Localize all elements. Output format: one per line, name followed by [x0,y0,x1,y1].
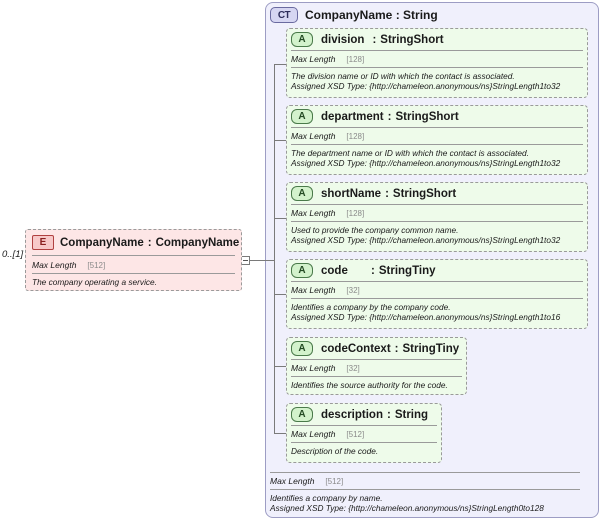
attribute-doc-line1: Description of the code. [291,446,379,456]
attribute-shortname[interactable]: A shortName : StringShort Max Length [12… [286,182,588,252]
complex-type-badge: CT [270,7,298,23]
facet-value: [128] [346,54,365,64]
element-separator: : [147,236,152,249]
attribute-doc-line1: The department name or ID with which the… [291,148,529,158]
facet-value: [512] [346,429,365,439]
element-badge: E [32,235,54,250]
attribute-department[interactable]: A department : StringShort Max Length [1… [286,105,588,175]
connector-codecontext [274,366,286,367]
attribute-type: StringTiny [402,342,460,355]
collapse-toggle[interactable] [241,256,250,265]
attribute-name: description [321,408,383,421]
attribute-facet-row: Max Length [128] [291,54,583,64]
facet-value: [128] [346,208,365,218]
attribute-separator: : [385,187,389,200]
attribute-facet-row: Max Length [512] [291,429,437,439]
element-doc: The company operating a service. [32,277,157,287]
attribute-description[interactable]: A description : String Max Length [512] … [286,403,442,463]
attribute-separator: : [371,264,375,277]
attribute-badge: A [291,263,313,278]
attribute-doc-line1: Identifies the source authority for the … [291,380,448,390]
facet-value: [128] [346,131,365,141]
attribute-separator: : [387,110,392,123]
attribute-separator: : [394,342,399,355]
element-name: CompanyName [60,236,144,249]
attribute-name: code [321,264,348,277]
attribute-badge: A [291,341,313,356]
complex-type-footer: Max Length [512] Identifies a company by… [270,472,580,513]
attribute-badge: A [291,407,313,422]
attribute-doc-line2: Assigned XSD Type: {http://chameleon.ano… [291,81,561,91]
facet-value: [512] [325,476,344,486]
connector-shortname [274,218,286,219]
attribute-doc-line1: Used to provide the company common name. [291,225,459,235]
attribute-code[interactable]: A code : StringTiny Max Length [32] Iden… [286,259,588,329]
attribute-name: department [321,110,384,123]
facet-label: Max Length [291,429,336,439]
connector-code [274,294,286,295]
facet-label: Max Length [291,363,336,373]
facet-value: [32] [346,285,360,295]
complex-type-facet-row: Max Length [512] [270,476,580,486]
connector-division [274,64,286,65]
facet-label: Max Length [32,260,77,270]
complex-type-header: CT CompanyName : String [270,6,438,24]
attribute-badge: A [291,32,313,47]
attribute-doc-line2: Assigned XSD Type: {http://chameleon.ano… [291,158,561,168]
facet-value: [32] [346,363,360,373]
complex-type-title: CompanyName : String [305,8,438,22]
attribute-name: shortName [321,187,382,200]
facet-label: Max Length [270,476,315,486]
attribute-doc-line2: Assigned XSD Type: {http://chameleon.ano… [291,235,561,245]
attribute-facet-row: Max Length [32] [291,285,583,295]
attribute-doc-line2: Assigned XSD Type: {http://chameleon.ano… [291,312,561,322]
facet-value: [512] [87,260,106,270]
attribute-type: StringShort [395,110,459,123]
attribute-type: StringShort [380,33,444,46]
complex-type-doc-line1: Identifies a company by name. [270,493,383,503]
facet-label: Max Length [291,54,336,64]
complex-type-doc-line2: Assigned XSD Type: {http://chameleon.ano… [270,503,544,513]
attribute-badge: A [291,186,313,201]
attribute-facet-row: Max Length [128] [291,208,583,218]
element-type: CompanyName [155,236,240,249]
attribute-doc-line1: The division name or ID with which the c… [291,71,515,81]
attribute-facet-row: Max Length [32] [291,363,462,373]
occurrence-label: 0..[1] [2,249,24,260]
facet-label: Max Length [291,131,336,141]
attribute-doc-line1: Identifies a company by the company code… [291,302,451,312]
connector-description [274,433,286,434]
attribute-separator: : [386,408,391,421]
connector-vertical-bus [274,64,275,434]
attribute-facet-row: Max Length [128] [291,131,583,141]
facet-label: Max Length [291,285,336,295]
attribute-separator: : [372,33,377,46]
facet-label: Max Length [291,208,336,218]
attribute-name: codeContext [321,342,391,355]
connector-department [274,140,286,141]
attribute-name: division [321,33,365,46]
attribute-type: StringShort [392,187,457,200]
element-facet-row: Max Length [512] [32,260,241,270]
attribute-type: StringTiny [378,264,436,277]
attribute-codecontext[interactable]: A codeContext : StringTiny Max Length [3… [286,337,467,395]
attribute-type: String [394,408,429,421]
attribute-badge: A [291,109,313,124]
connector-element-to-group [242,260,275,261]
attribute-division[interactable]: A division : StringShort Max Length [128… [286,28,588,98]
element-box[interactable]: E CompanyName : CompanyName Max Length [… [25,229,242,291]
